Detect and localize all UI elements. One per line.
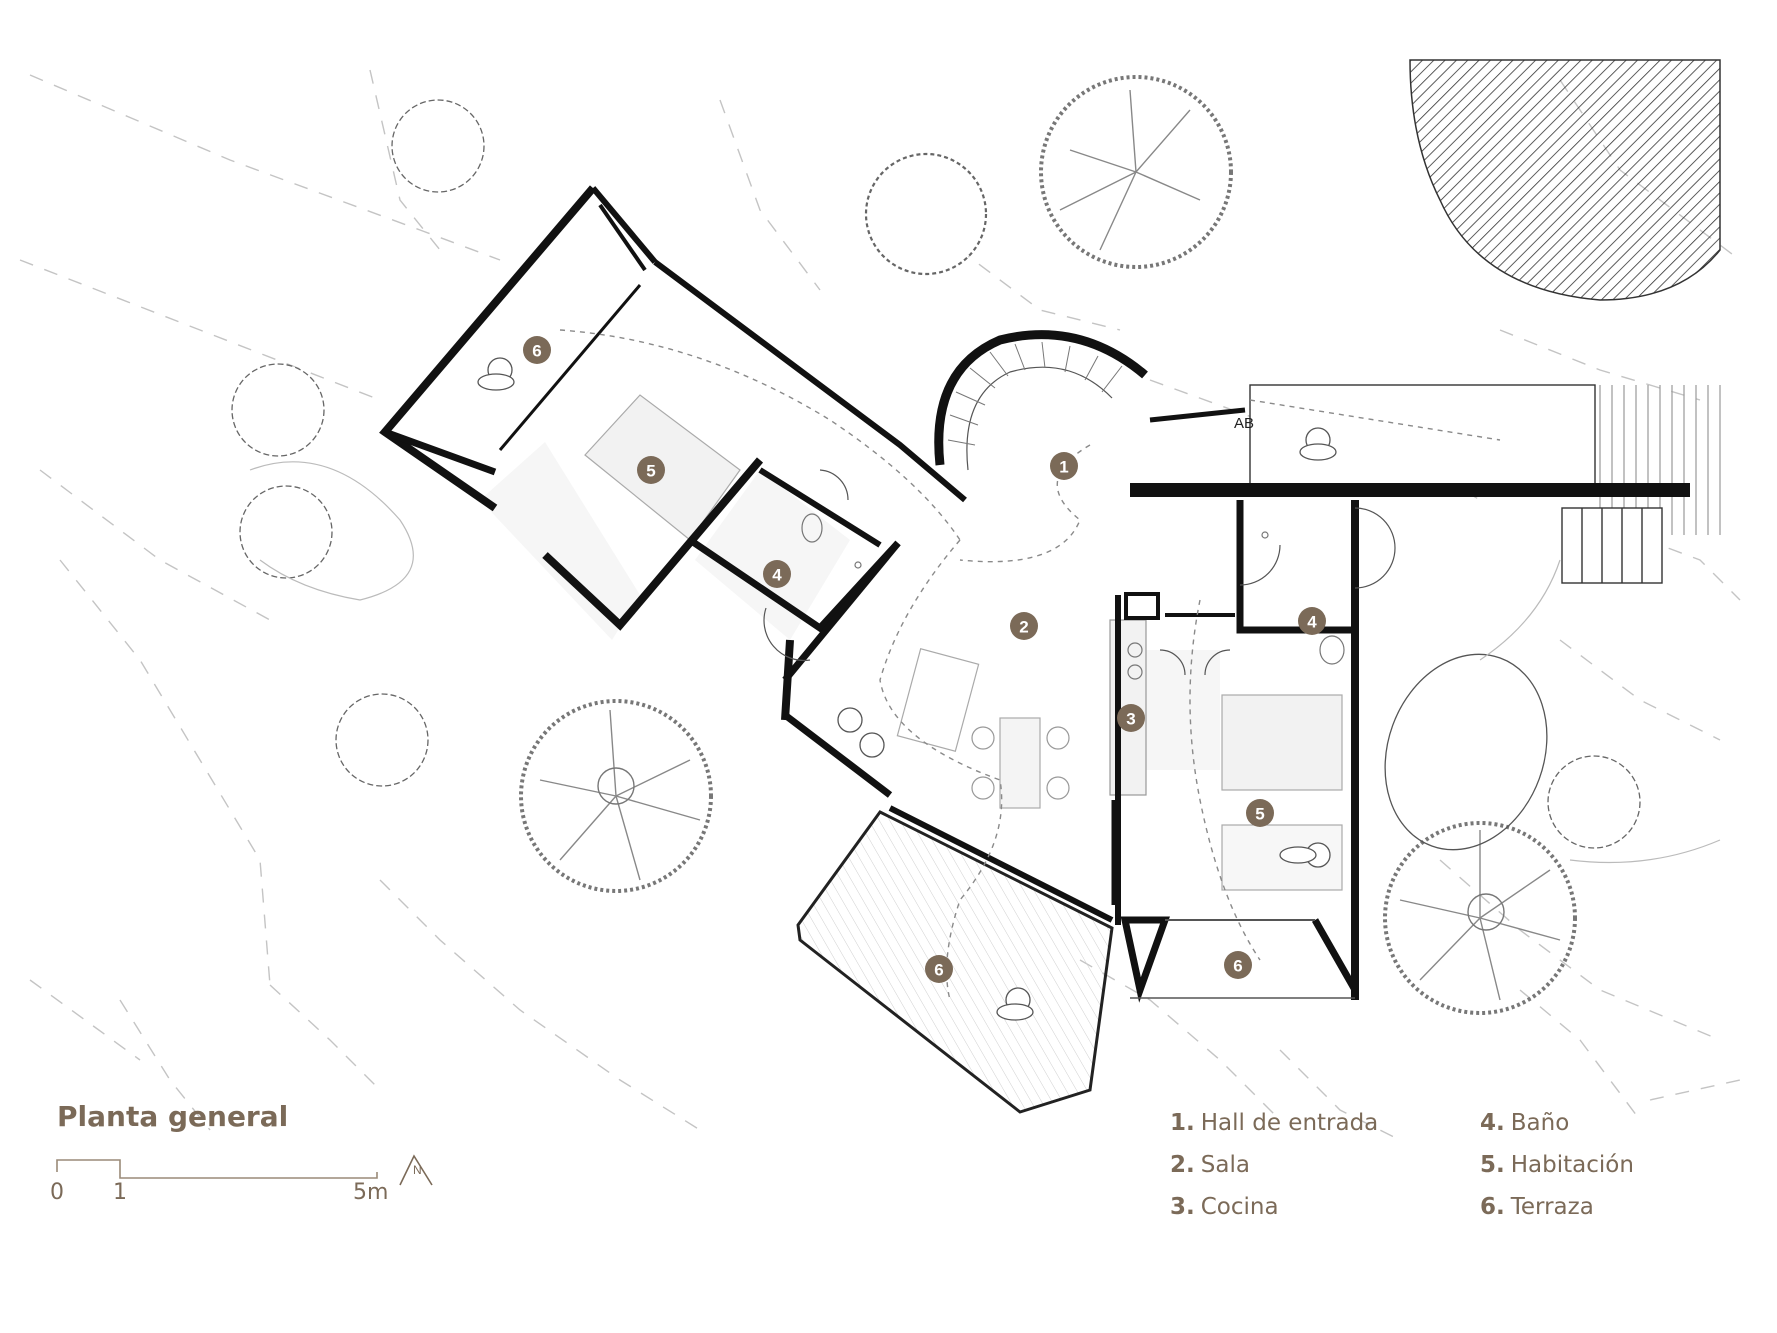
fixture-symbols <box>801 513 1345 680</box>
oval-landscape <box>1384 653 1548 851</box>
spiral-stair <box>934 330 1148 471</box>
bed-right <box>1221 694 1343 791</box>
legend-label: Sala <box>1200 1152 1250 1178</box>
tree-branches <box>539 89 1561 1001</box>
entry-walkway <box>1249 384 1721 584</box>
legend-num: 5. <box>1480 1152 1505 1178</box>
scale-label-0: 0 <box>50 1180 64 1205</box>
north-letter: N <box>413 1163 422 1177</box>
legend-num: 1. <box>1170 1110 1195 1136</box>
dining-table <box>999 717 1041 809</box>
legend-num: 6. <box>1480 1194 1505 1220</box>
room-marker-6: 6 <box>1233 957 1242 976</box>
room-marker-circles <box>523 336 1326 983</box>
legend-item-5: 5.Habitación <box>1480 1152 1634 1178</box>
room-marker-3: 3 <box>1126 710 1135 729</box>
room-marker-5: 5 <box>646 462 655 481</box>
room-marker-6: 6 <box>532 342 541 361</box>
tag-ab: AB <box>1234 415 1254 432</box>
scale-label-5m: 5m <box>353 1180 389 1205</box>
north-arrow <box>399 1154 433 1186</box>
hatched-canopy <box>1409 59 1721 301</box>
people-figures <box>477 357 1337 1021</box>
room-marker-4: 4 <box>1307 613 1317 632</box>
room-marker-2: 2 <box>1019 618 1028 637</box>
room-marker-4: 4 <box>772 566 782 585</box>
scale-bar <box>56 1159 378 1179</box>
trees <box>519 75 1577 1015</box>
legend-item-3: 3.Cocina <box>1170 1194 1279 1220</box>
legend-label: Habitación <box>1510 1152 1634 1178</box>
scale-label-1: 1 <box>113 1180 127 1205</box>
legend-num: 2. <box>1170 1152 1195 1178</box>
door-swings <box>763 469 1396 676</box>
legend-num: 4. <box>1480 1110 1505 1136</box>
legend-label: Cocina <box>1200 1194 1279 1220</box>
legend-label: Baño <box>1510 1110 1570 1136</box>
legend-item-2: 2.Sala <box>1170 1152 1250 1178</box>
legend-num: 3. <box>1170 1194 1195 1220</box>
circulation-paths <box>559 329 1501 1001</box>
site-lines <box>249 461 1721 864</box>
dining-chairs <box>971 726 1070 800</box>
drawing-title: Planta general <box>57 1100 289 1133</box>
shrubs <box>231 99 1641 849</box>
walls <box>379 185 1690 1003</box>
legend-item-6: 6.Terraza <box>1480 1194 1594 1220</box>
legend-label: Hall de entrada <box>1200 1110 1379 1136</box>
legend-label: Terraza <box>1510 1194 1594 1220</box>
room-marker-5: 5 <box>1255 805 1264 824</box>
rug <box>896 648 980 752</box>
terrace-deck <box>796 810 1114 1114</box>
legend-item-4: 4.Baño <box>1480 1110 1569 1136</box>
room-marker-labels: 1 2 3 4 4 5 5 6 6 6 <box>532 342 1317 980</box>
room-marker-1: 1 <box>1059 458 1068 477</box>
legend-item-1: 1.Hall de entrada <box>1170 1110 1378 1136</box>
room-marker-6: 6 <box>934 961 943 980</box>
